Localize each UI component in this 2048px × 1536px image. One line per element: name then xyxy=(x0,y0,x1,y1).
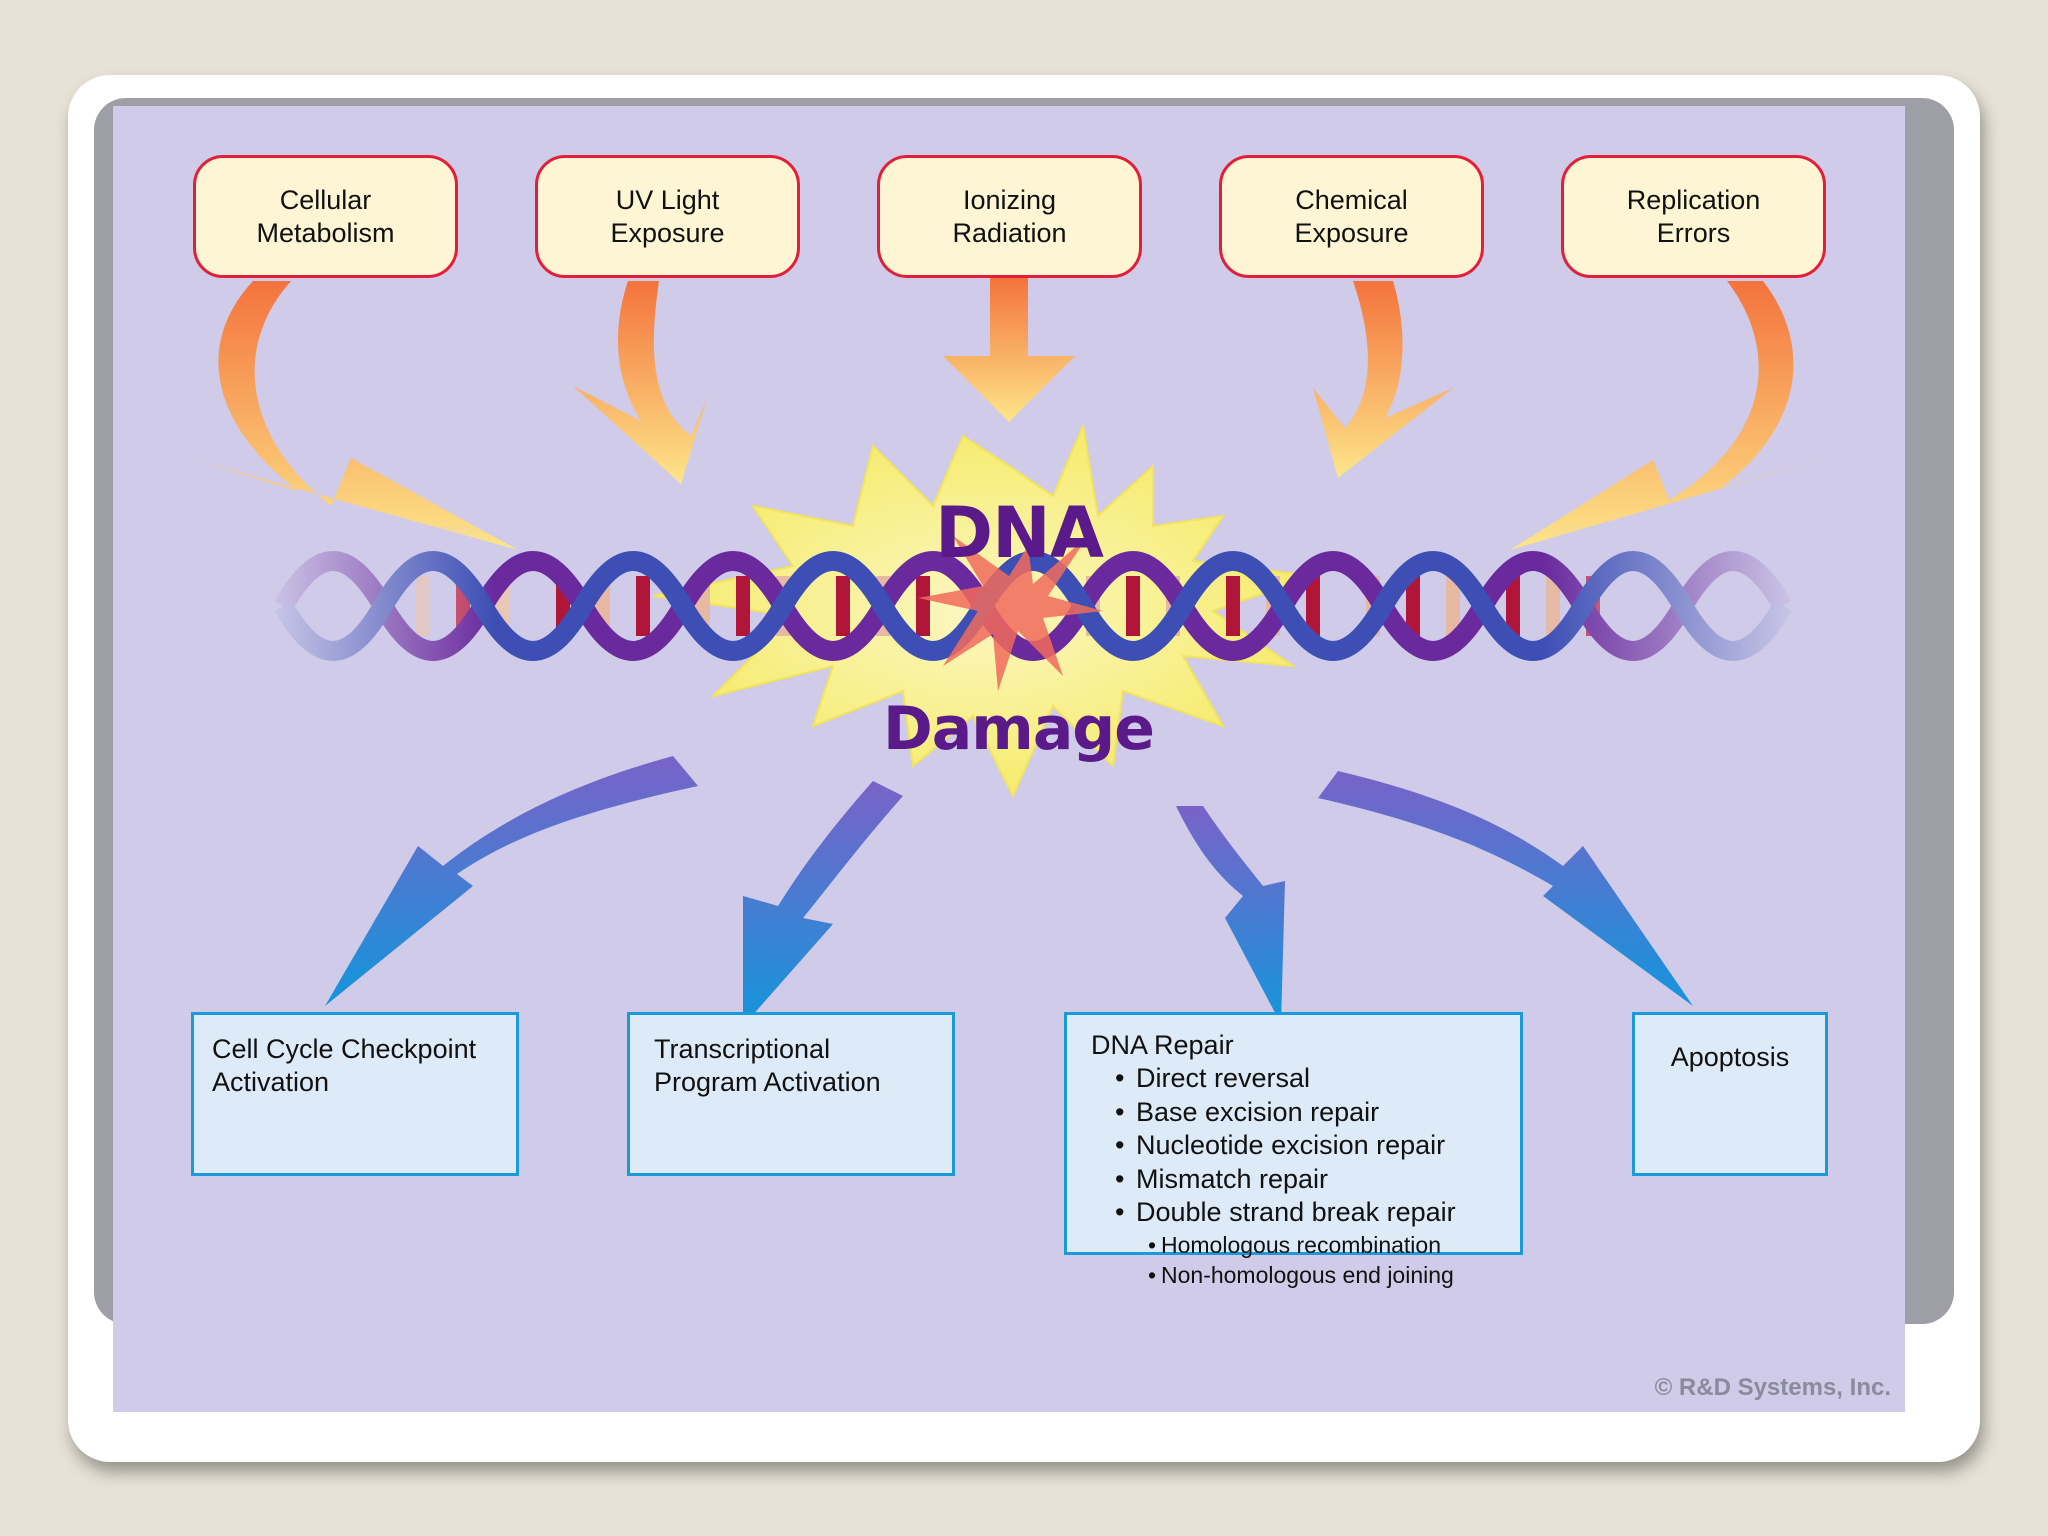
arrow-to-transcription xyxy=(743,781,903,1026)
center-title-dna: DNA xyxy=(935,492,1104,574)
source-chemical-exposure: Chemical Exposure xyxy=(1219,155,1484,278)
outcome-checkpoint-label: Cell Cycle Checkpoint Activation xyxy=(212,1034,477,1097)
helix-strand-a xyxy=(274,551,1792,661)
arrow-chemical-exposure xyxy=(1313,281,1453,478)
diagram-panel: Cellular Metabolism UV Light Exposure Io… xyxy=(113,106,1905,1412)
outcome-dna-repair: DNA Repair Direct reversal Base excision… xyxy=(1064,1012,1523,1290)
outcome-transcription-label: Transcriptional Program Activation xyxy=(654,1034,881,1097)
outcome-transcriptional-program: Transcriptional Program Activation xyxy=(627,1012,955,1176)
source-ionizing-radiation: Ionizing Radiation xyxy=(877,155,1142,278)
outcome-cell-cycle-checkpoint: Cell Cycle Checkpoint Activation xyxy=(191,1012,519,1176)
repair-item-direct-reversal: Direct reversal xyxy=(1091,1062,1496,1096)
repair-item-double-strand-break: Double strand break repair xyxy=(1091,1196,1496,1230)
repair-subitem-homologous-recombination: Homologous recombination xyxy=(1091,1230,1496,1260)
repair-item-nucleotide-excision: Nucleotide excision repair xyxy=(1091,1129,1496,1163)
outgoing-arrows xyxy=(325,756,1693,1026)
source-replication-errors: Replication Errors xyxy=(1561,155,1826,278)
arrow-replication-errors xyxy=(1510,281,1819,550)
copyright-notice: © R&D Systems, Inc. xyxy=(1654,1374,1891,1401)
arrow-to-repair xyxy=(1176,806,1285,1024)
dna-repair-title: DNA Repair xyxy=(1091,1030,1234,1060)
repair-item-base-excision: Base excision repair xyxy=(1091,1096,1496,1130)
incoming-arrows xyxy=(198,278,1819,550)
repair-subitem-nhej: Non-homologous end joining xyxy=(1091,1260,1496,1290)
arrow-uv-light xyxy=(573,281,707,484)
dna-helix xyxy=(263,526,1803,686)
damage-spark xyxy=(918,536,1103,691)
helix-strand-b xyxy=(274,551,1792,661)
diagram-artwork xyxy=(198,278,1819,1026)
center-title-damage: Damage xyxy=(883,694,1155,764)
dna-repair-list: Direct reversal Base excision repair Nuc… xyxy=(1091,1062,1496,1230)
arrow-ionizing-radiation xyxy=(943,278,1075,422)
arrow-cellular-metabolism xyxy=(198,281,518,550)
outcome-apoptosis-label: Apoptosis xyxy=(1670,1042,1790,1072)
arrow-to-apoptosis xyxy=(1318,771,1693,1006)
arrow-to-checkpoint xyxy=(325,756,698,1006)
repair-item-mismatch: Mismatch repair xyxy=(1091,1163,1496,1197)
source-uv-light-exposure: UV Light Exposure xyxy=(535,155,800,278)
outcome-apoptosis: Apoptosis xyxy=(1632,1012,1828,1176)
dsb-repair-sublist: Homologous recombination Non-homologous … xyxy=(1091,1230,1496,1290)
source-cellular-metabolism: Cellular Metabolism xyxy=(193,155,458,278)
